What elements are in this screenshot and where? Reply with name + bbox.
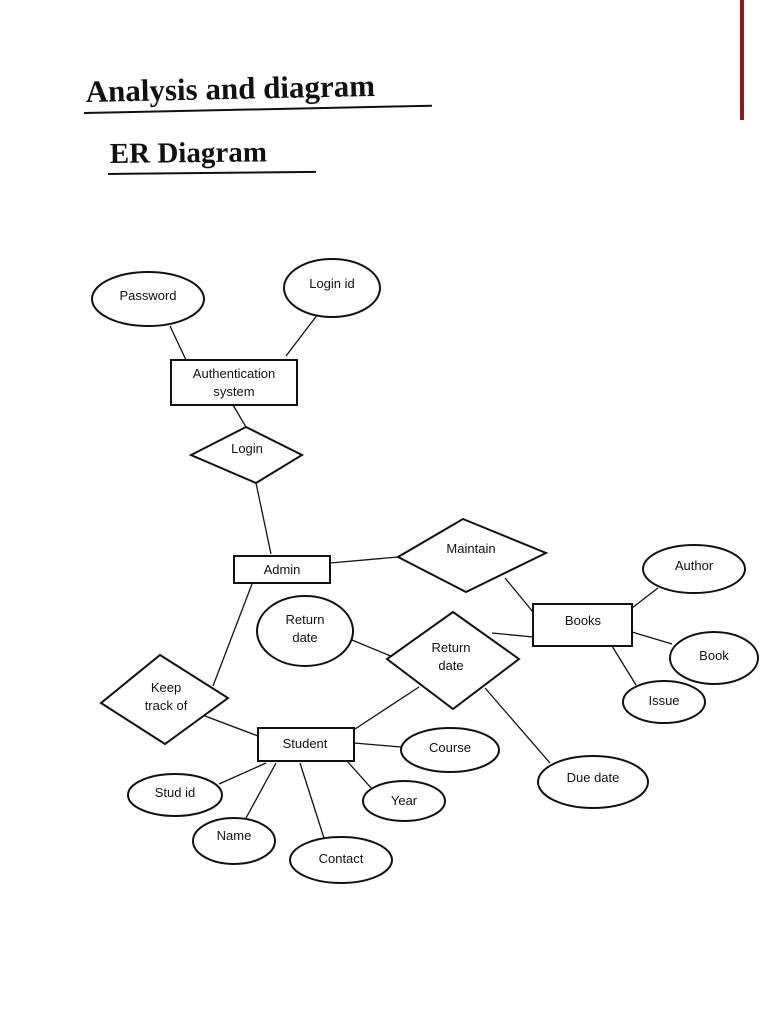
- attribute-contact: Contact: [289, 836, 393, 884]
- svg-text:date: date: [438, 658, 463, 673]
- link-maintain-books: [504, 577, 534, 613]
- relationship-keep-track: Keep track of: [99, 653, 230, 746]
- link-student-year: [346, 760, 373, 790]
- svg-text:Author: Author: [675, 558, 714, 573]
- attribute-year: Year: [362, 780, 446, 822]
- link-books-book: [631, 631, 673, 645]
- link-password-auth: [169, 325, 187, 361]
- attribute-login-id: Login id: [283, 258, 381, 318]
- link-auth-login: [232, 404, 247, 428]
- svg-text:Login id: Login id: [309, 276, 355, 291]
- svg-text:Stud id: Stud id: [155, 785, 195, 800]
- svg-text:Authentication: Authentication: [193, 366, 275, 381]
- svg-text:Student: Student: [283, 736, 328, 751]
- svg-text:Course: Course: [429, 740, 471, 755]
- svg-text:Maintain: Maintain: [446, 541, 495, 556]
- attribute-issue: Issue: [622, 680, 706, 724]
- link-student-studid: [218, 762, 267, 785]
- svg-text:system: system: [213, 384, 254, 399]
- link-admin-keeptrack: [212, 583, 253, 687]
- attribute-course: Course: [400, 727, 500, 773]
- svg-text:Books: Books: [565, 613, 602, 628]
- link-returnattr-return: [351, 639, 394, 658]
- svg-text:track of: track of: [145, 698, 188, 713]
- link-student-contact: [299, 762, 325, 839]
- svg-text:Year: Year: [391, 793, 418, 808]
- relationship-maintain: Maintain: [395, 517, 549, 594]
- svg-text:Return: Return: [431, 640, 470, 655]
- entity-authentication-system: Authentication system: [170, 359, 298, 406]
- svg-text:Due date: Due date: [567, 770, 620, 785]
- svg-text:date: date: [292, 630, 317, 645]
- entity-books: Books: [532, 603, 633, 647]
- svg-text:Contact: Contact: [319, 851, 364, 866]
- link-student-course: [353, 742, 402, 748]
- svg-text:Book: Book: [699, 648, 729, 663]
- attribute-book: Book: [669, 631, 759, 685]
- svg-text:Keep: Keep: [151, 680, 181, 695]
- link-return-duedate: [484, 687, 551, 764]
- svg-text:Issue: Issue: [648, 693, 679, 708]
- entity-student: Student: [257, 727, 355, 762]
- svg-text:Password: Password: [119, 288, 176, 303]
- connector-lines: [169, 313, 673, 839]
- link-student-name: [245, 762, 277, 819]
- attribute-password: Password: [91, 271, 205, 327]
- link-loginid-auth: [285, 313, 319, 357]
- link-admin-maintain: [329, 556, 399, 564]
- page-edge: [740, 0, 744, 120]
- attribute-author: Author: [642, 544, 746, 594]
- link-books-author: [631, 587, 659, 609]
- link-login-admin: [255, 482, 272, 555]
- svg-text:Admin: Admin: [264, 562, 301, 577]
- entity-admin: Admin: [233, 555, 331, 584]
- svg-text:Login: Login: [231, 441, 263, 456]
- svg-text:Return: Return: [285, 612, 324, 627]
- link-return-student: [354, 686, 420, 730]
- link-return-books: [491, 632, 534, 638]
- attribute-stud-id: Stud id: [127, 773, 223, 817]
- relationship-login: Login: [188, 425, 305, 485]
- svg-text:Name: Name: [217, 828, 252, 843]
- attribute-due-date: Due date: [537, 755, 649, 809]
- link-books-issue: [611, 645, 637, 686]
- attribute-return-date: Return date: [256, 595, 354, 667]
- link-keeptrack-student: [204, 715, 259, 737]
- attribute-name: Name: [192, 817, 276, 865]
- relationship-return-date: Return date: [385, 610, 521, 711]
